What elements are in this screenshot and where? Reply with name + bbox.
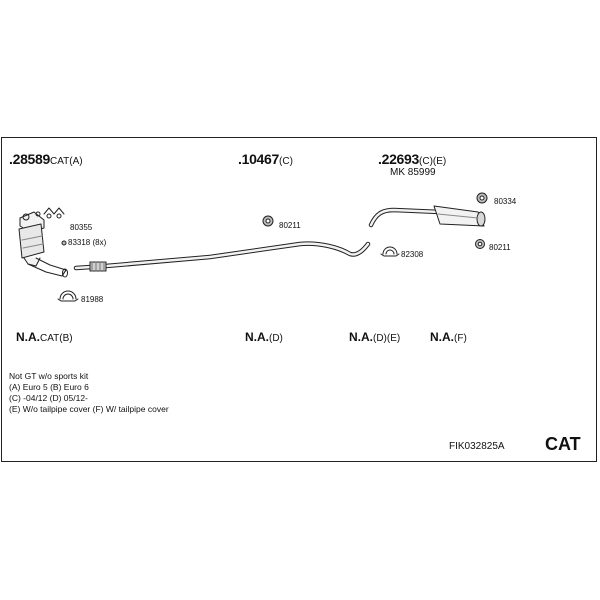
note-line: (E) W/o tailpipe cover (F) W/ tailpipe c… [9,404,169,414]
group-code: .10467 [238,151,280,167]
group-code: .22693 [378,151,420,167]
nut-83318-icon [61,240,67,246]
reference-number: FIK032825A [449,441,505,452]
na-item-f: N.A.(F) [430,331,467,344]
na-suffix: (D)(E) [373,333,401,344]
group-suffix: (C)(E) [419,156,447,167]
na-code: N.A. [16,330,40,344]
na-code: N.A. [245,330,269,344]
na-item-cat-b: N.A.CAT(B) [16,331,73,344]
part-label-82308: 82308 [401,250,424,259]
na-suffix: (F) [454,333,467,344]
mounting-kit-label: MK 85999 [390,167,436,178]
na-item-d-e: N.A.(D)(E) [349,331,400,344]
rubber-hanger-80211-icon [262,215,274,227]
part-label-81988: 81988 [81,295,104,304]
group-suffix: CAT(A) [50,156,83,167]
middle-pipe [73,241,371,272]
rubber-hanger-80211-right-icon [475,239,485,249]
group-code-catalyst: .28589CAT(A) [9,152,83,168]
na-item-d: N.A.(D) [245,331,283,344]
part-label-83318: 83318 (8x) [68,238,107,247]
rubber-hanger-80334-icon [476,192,488,204]
note-line: (A) Euro 5 (B) Euro 6 [9,382,89,392]
group-code: .28589 [9,151,51,167]
diagram-frame [1,137,597,462]
clamp-82308-icon [380,246,400,257]
cat-badge: CAT [545,434,581,454]
notes-block: Not GT w/o sports kit (A) Euro 5 (B) Eur… [9,371,169,415]
rear-muffler [368,205,486,228]
part-label-80334: 80334 [494,197,517,206]
part-label-80211-mid: 80211 [279,221,301,230]
note-line: (C) -04/12 (D) 05/12- [9,393,88,403]
note-line: Not GT w/o sports kit [9,371,89,381]
na-code: N.A. [430,330,454,344]
na-code: N.A. [349,330,373,344]
part-label-80355: 80355 [70,223,93,232]
group-code-middle-pipe: .10467(C) [238,152,293,168]
gasket-80355-icon [43,207,65,219]
catalytic-converter [18,211,68,278]
group-suffix: (C) [279,156,293,167]
group-code-rear-muffler: .22693(C)(E) [378,152,446,168]
na-suffix: (D) [269,333,283,344]
part-label-80211-right: 80211 [489,243,511,252]
clamp-81988-icon [57,290,79,302]
na-suffix: CAT(B) [40,333,73,344]
